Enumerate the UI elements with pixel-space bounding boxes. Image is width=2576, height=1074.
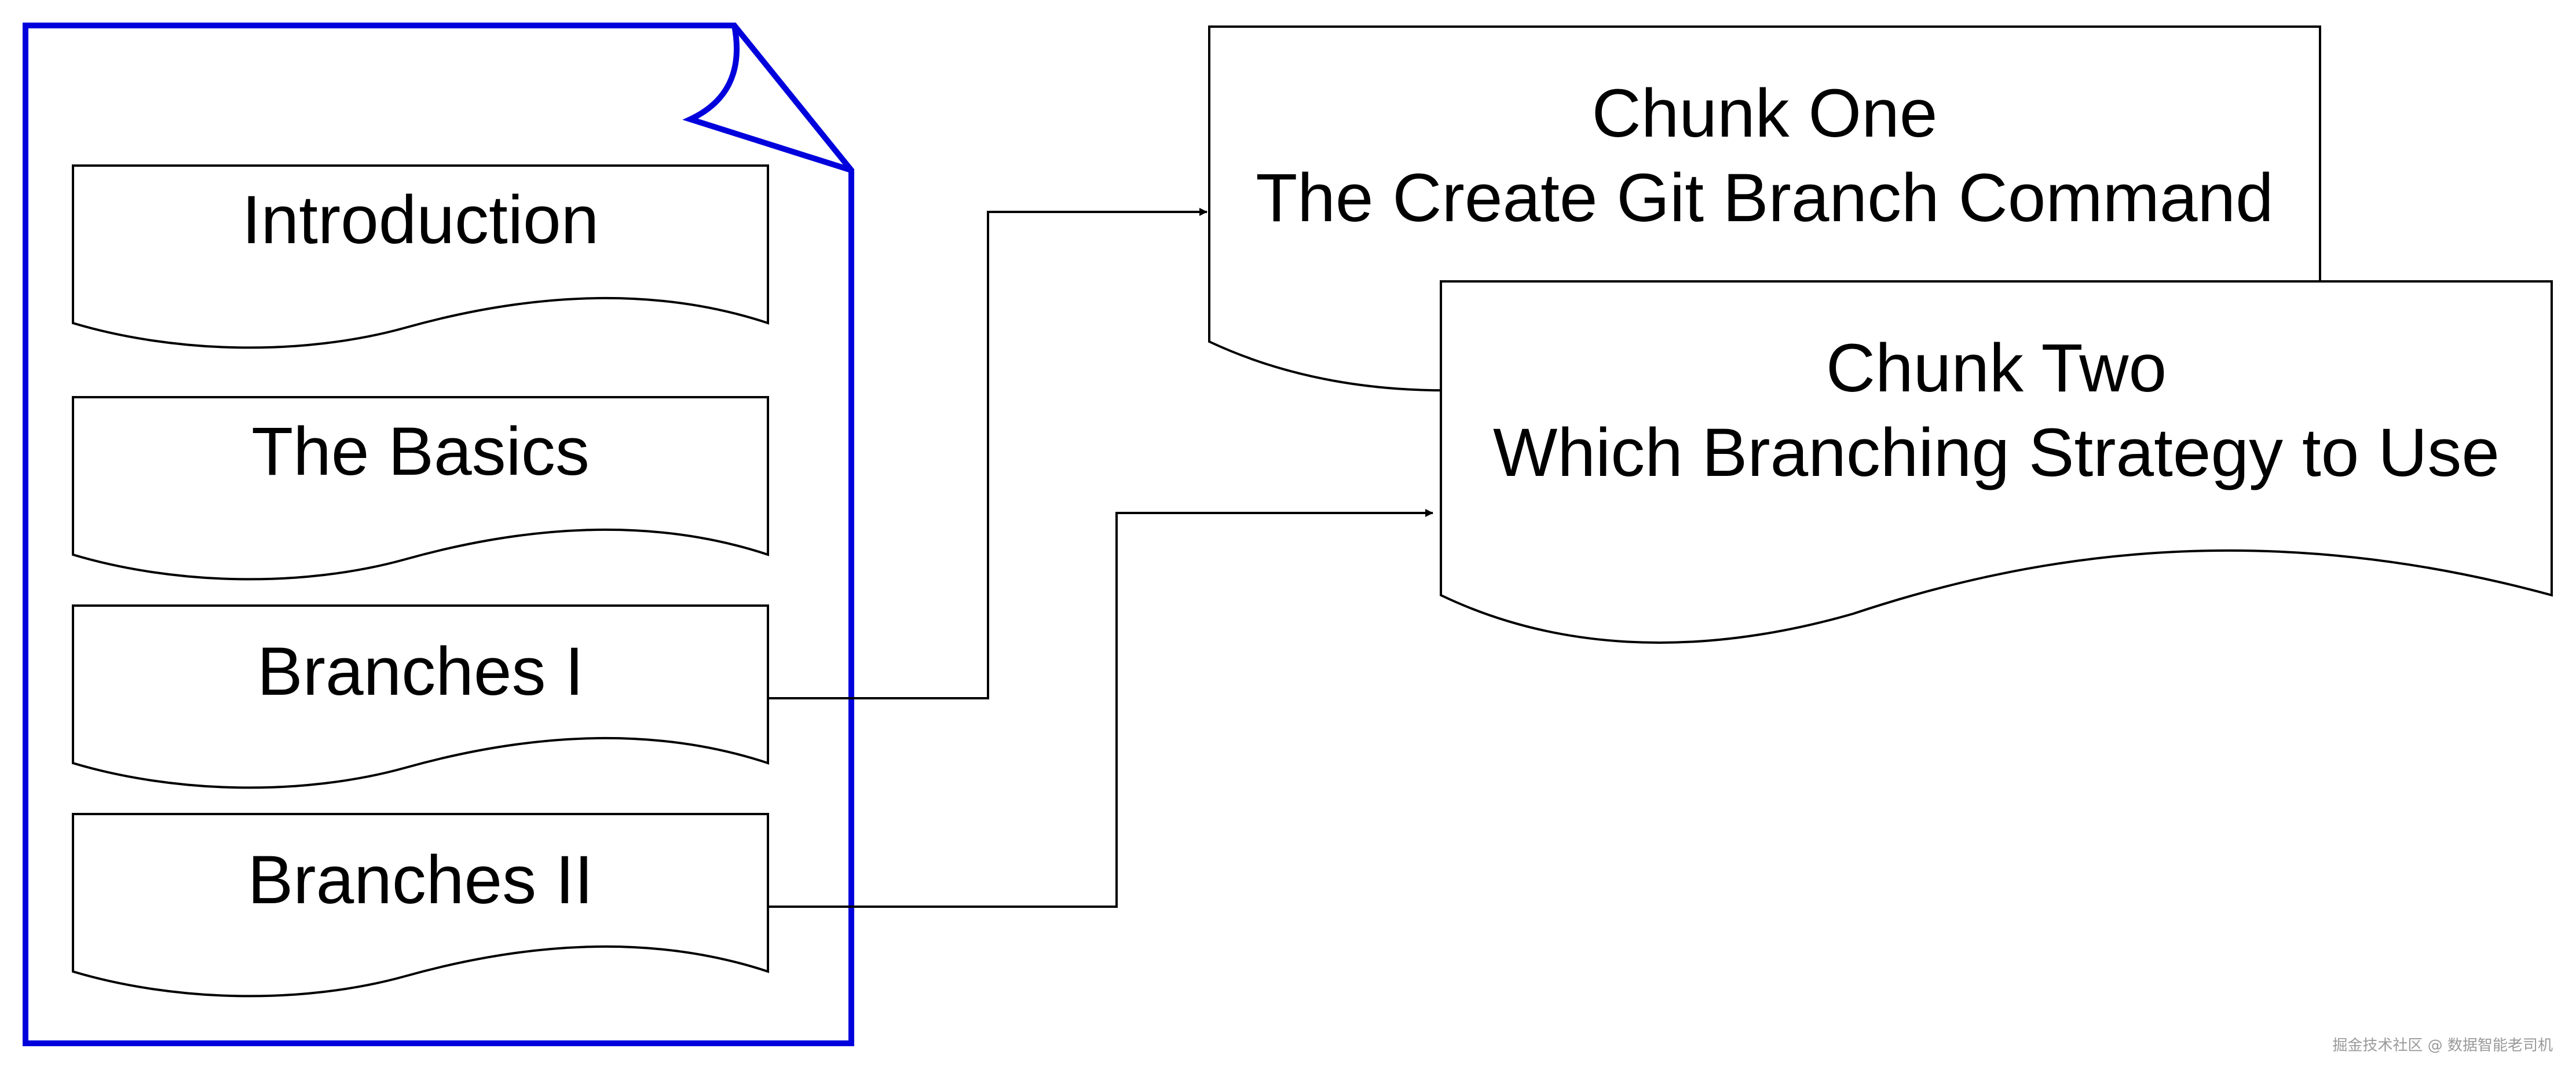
connector-branches-ii-to-chunk-two xyxy=(768,509,1433,908)
section-label: The Basics xyxy=(251,413,590,490)
chunk-subtitle: The Create Git Branch Command xyxy=(1256,160,2274,236)
connector-branches-i-to-chunk-one xyxy=(768,208,1208,699)
document-page-fold xyxy=(682,25,852,173)
section-label: Introduction xyxy=(242,182,599,258)
chunk-box xyxy=(1440,280,2553,644)
section-introduction: Introduction xyxy=(72,164,769,349)
section-box xyxy=(72,164,769,349)
chunk-subtitle: Which Branching Strategy to Use xyxy=(1493,415,2500,491)
section-label: Branches II xyxy=(248,842,594,918)
section-branches-ii: Branches II xyxy=(72,813,769,998)
watermark: 掘金技术社区 @ 数据智能老司机 xyxy=(2332,1037,2553,1054)
section-box xyxy=(72,813,769,998)
section-box xyxy=(72,396,769,581)
section-label: Branches I xyxy=(257,633,584,710)
section-branches-i: Branches I xyxy=(72,604,769,789)
chunk-two: Chunk Two Which Branching Strategy to Us… xyxy=(1440,280,2553,644)
section-the-basics: The Basics xyxy=(72,396,769,581)
chunk-title: Chunk One xyxy=(1592,75,1938,152)
section-box xyxy=(72,604,769,789)
chunk-title: Chunk Two xyxy=(1826,330,2167,406)
